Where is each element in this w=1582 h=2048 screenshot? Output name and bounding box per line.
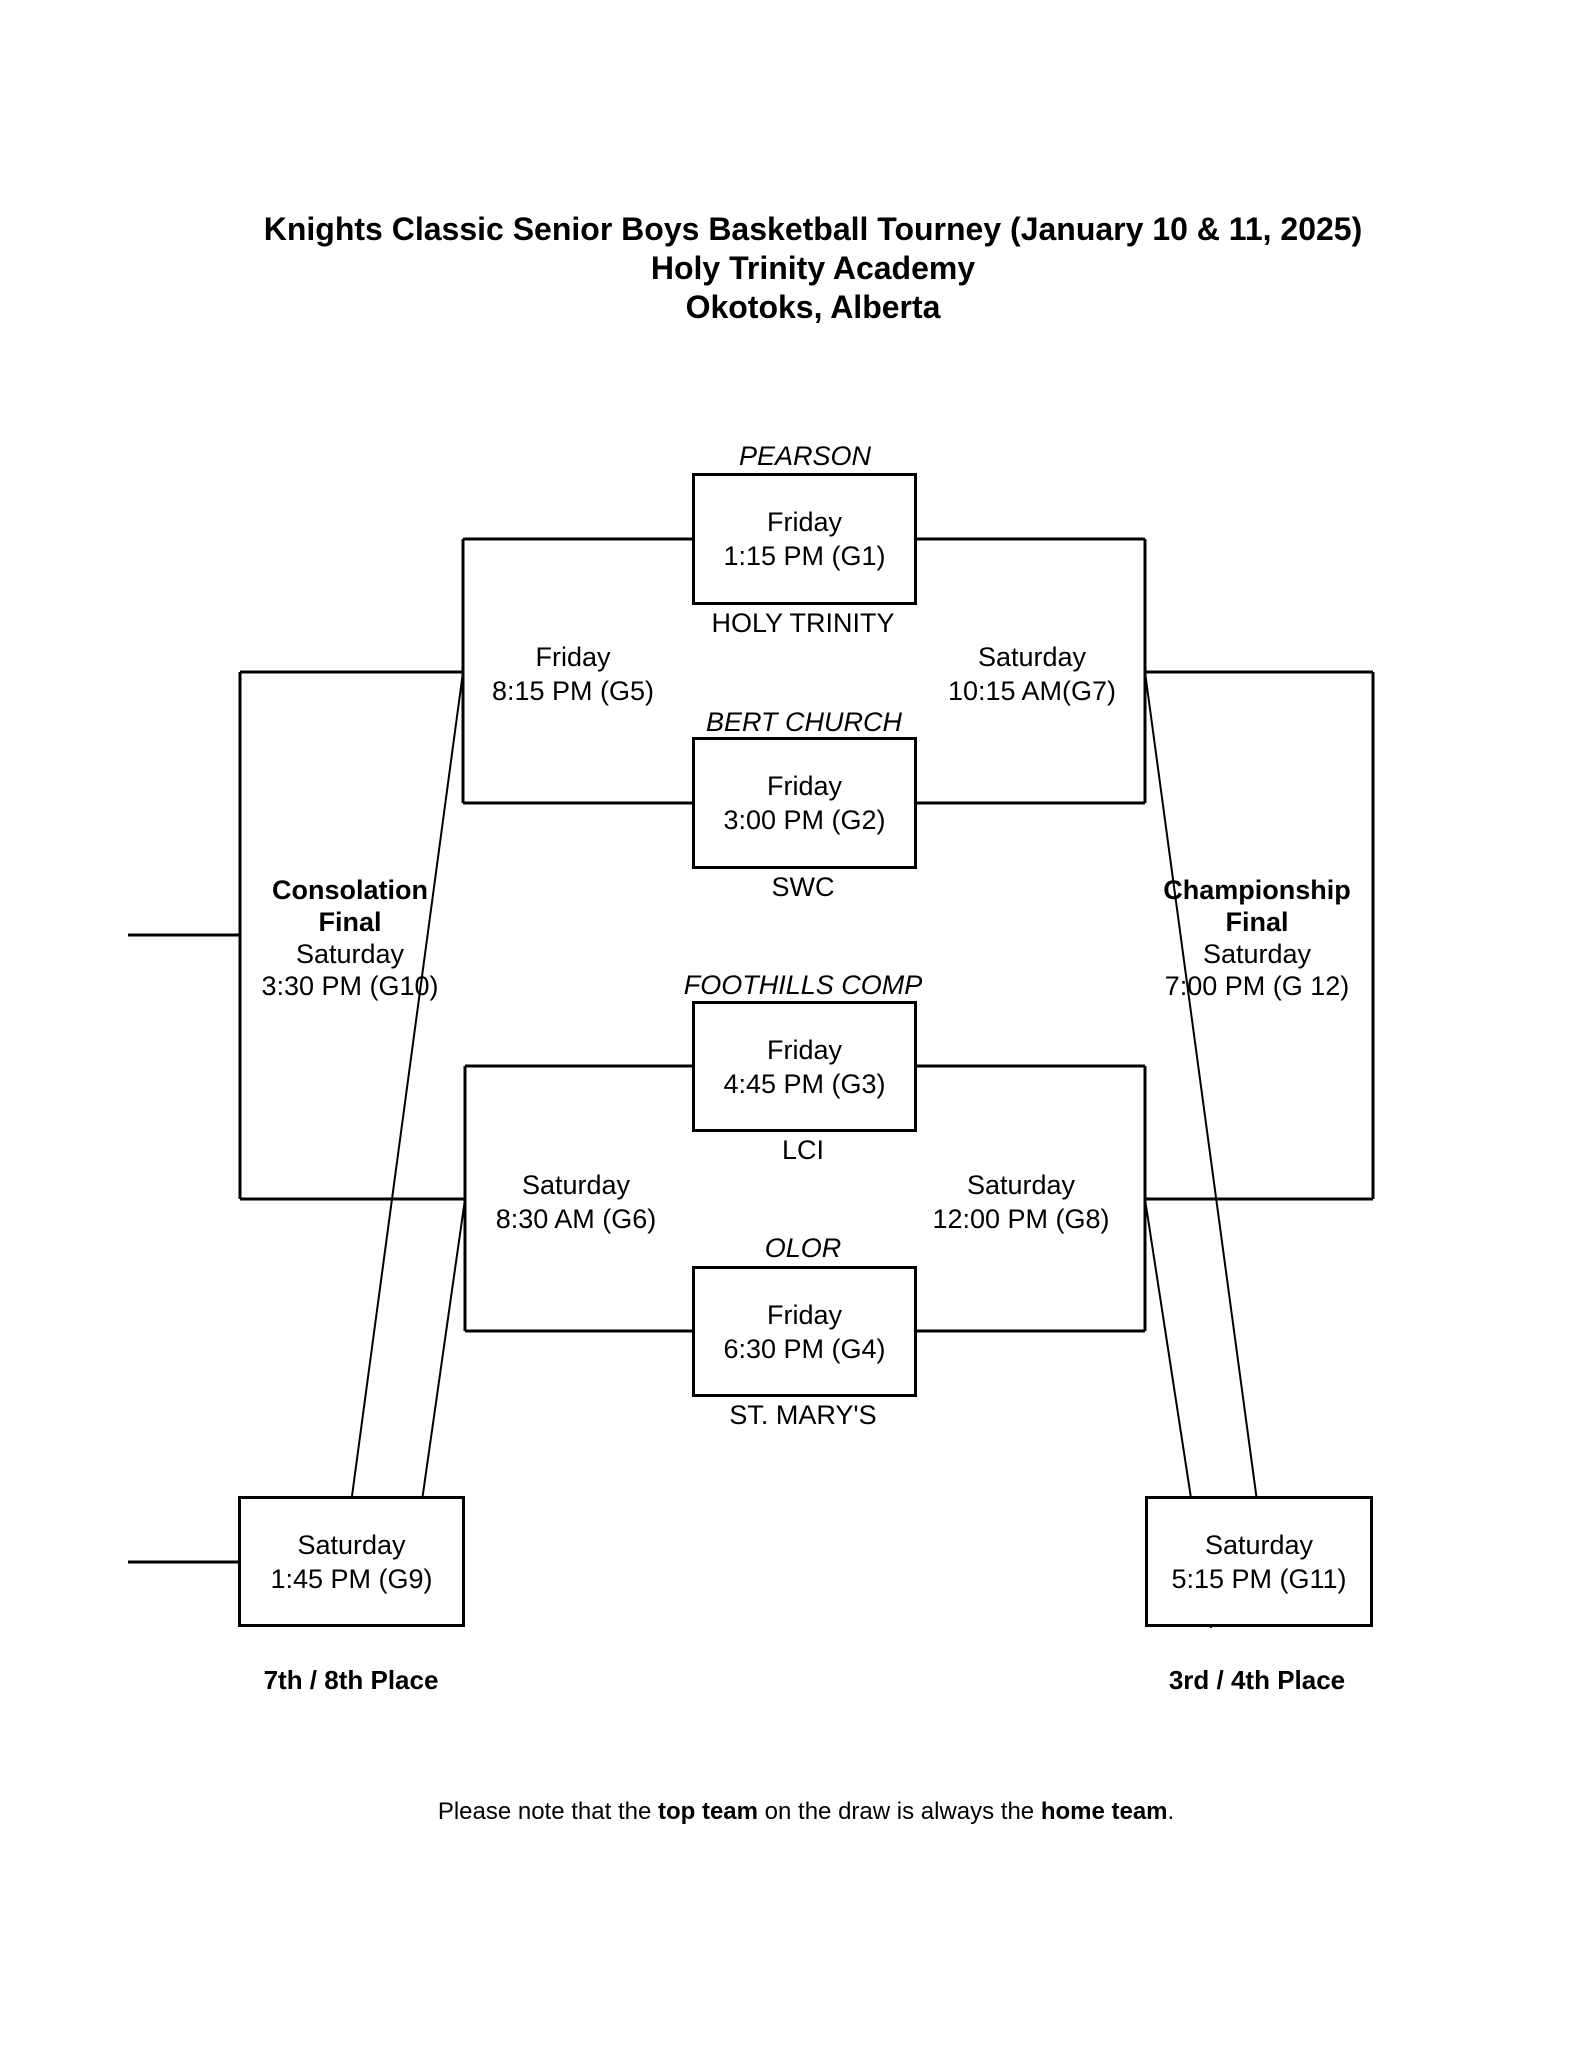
game3-box: Friday 4:45 PM (G3) xyxy=(692,1001,917,1132)
game4-box: Friday 6:30 PM (G4) xyxy=(692,1266,917,1397)
game8-day: Saturday xyxy=(966,1170,1076,1200)
seventh-eighth-place-label: 7th / 8th Place xyxy=(263,1665,439,1695)
championship-heading2: Final xyxy=(1225,907,1289,937)
game9-day: Saturday xyxy=(297,1529,406,1560)
game4-time: 6:30 PM (G4) xyxy=(723,1333,886,1364)
game6-label: Saturday 8:30 AM (G6) xyxy=(426,1168,726,1236)
tournament-location: Okotoks, Alberta xyxy=(685,289,941,325)
game2-box: Friday 3:00 PM (G2) xyxy=(692,737,917,869)
game7-time: 10:15 AM(G7) xyxy=(947,676,1117,706)
game11-day: Saturday xyxy=(1204,1529,1314,1560)
game1-day: Friday xyxy=(766,507,842,537)
g3-bottom-team-label: LCI xyxy=(781,1135,825,1165)
footer-bold-home-team: home team xyxy=(1040,1798,1168,1825)
game2-day: Friday xyxy=(766,771,842,801)
game7-day: Saturday xyxy=(977,642,1087,672)
game3-time: 4:45 PM (G3) xyxy=(723,1068,886,1099)
g1-bottom-team-label: HOLY TRINITY xyxy=(711,608,895,638)
page-title: Knights Classic Senior Boys Basketball T… xyxy=(213,210,1413,327)
game6-day: Saturday xyxy=(521,1170,631,1200)
game5-label: Friday 8:15 PM (G5) xyxy=(423,640,723,708)
championship-day: Saturday xyxy=(1202,939,1312,969)
consolation-time: 3:30 PM (G10) xyxy=(261,971,439,1001)
championship-final-label: Championship Final Saturday 7:00 PM (G 1… xyxy=(1107,874,1407,1002)
game9-box: Saturday 1:45 PM (G9) xyxy=(238,1496,465,1627)
consolation-final-label: Consolation Final Saturday 3:30 PM (G10) xyxy=(200,874,500,1002)
g3-top-team-label: FOOTHILLS COMP xyxy=(683,970,923,1000)
consolation-heading2: Final xyxy=(318,907,382,937)
game3-day: Friday xyxy=(766,1034,842,1065)
game6-time: 8:30 AM (G6) xyxy=(495,1204,657,1234)
g2-top-team-label: BERT CHURCH xyxy=(705,707,902,737)
footer-text-3: . xyxy=(1167,1798,1175,1825)
footer-bold-top-team: top team xyxy=(657,1798,758,1825)
game5-day: Friday xyxy=(535,642,611,672)
game1-time: 1:15 PM (G1) xyxy=(723,541,886,571)
g7-loser-diagonal xyxy=(1144,671,1258,1502)
footer-text-2: on the draw is always the xyxy=(758,1798,1041,1825)
tournament-venue: Holy Trinity Academy xyxy=(650,250,976,286)
game8-time: 12:00 PM (G8) xyxy=(932,1204,1110,1234)
game2-time: 3:00 PM (G2) xyxy=(723,805,886,835)
game9-time: 1:45 PM (G9) xyxy=(270,1563,433,1594)
g1-top-team-label: PEARSON xyxy=(738,441,872,471)
g2-bottom-team-label: SWC xyxy=(771,872,835,902)
footer-text-1: Please note that the xyxy=(437,1798,658,1825)
game11-time: 5:15 PM (G11) xyxy=(1171,1563,1347,1594)
game1-box: Friday 1:15 PM (G1) xyxy=(692,473,917,605)
footer-note: Please note that the top team on the dra… xyxy=(306,1798,1306,1826)
game4-day: Friday xyxy=(766,1299,842,1330)
g5-loser-diagonal xyxy=(351,671,464,1497)
game5-time: 8:15 PM (G5) xyxy=(491,676,655,706)
game7-label: Saturday 10:15 AM(G7) xyxy=(882,640,1182,708)
g4-bottom-team-label: ST. MARY'S xyxy=(729,1400,877,1430)
g4-top-team-label: OLOR xyxy=(764,1233,842,1263)
tournament-title: Knights Classic Senior Boys Basketball T… xyxy=(263,211,1363,247)
consolation-heading1: Consolation xyxy=(272,875,428,905)
consolation-day: Saturday xyxy=(295,939,405,969)
championship-heading1: Championship xyxy=(1163,875,1351,905)
third-fourth-place-label: 3rd / 4th Place xyxy=(1168,1665,1346,1695)
game11-box: Saturday 5:15 PM (G11) xyxy=(1145,1496,1373,1627)
championship-time: 7:00 PM (G 12) xyxy=(1164,971,1350,1001)
game8-label: Saturday 12:00 PM (G8) xyxy=(871,1168,1171,1236)
